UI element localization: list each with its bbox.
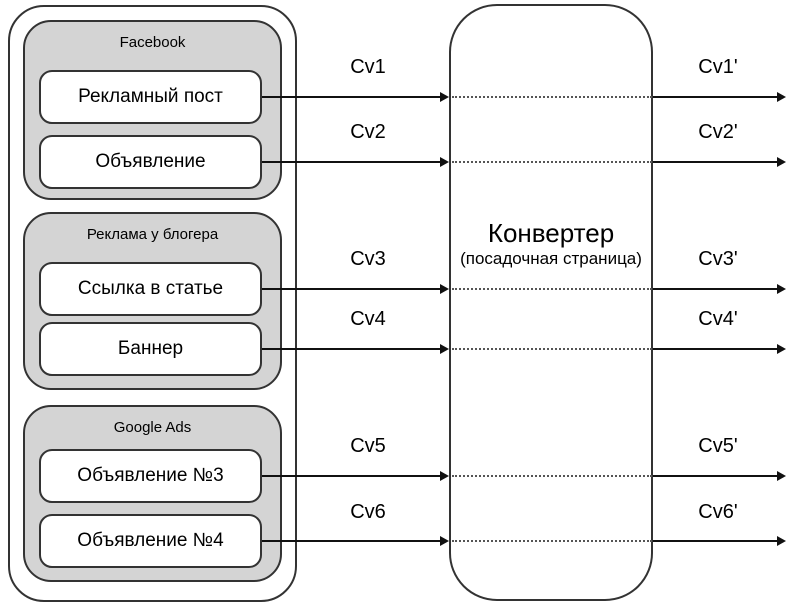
- flow-out-label: Cv5': [698, 435, 738, 457]
- item-label: Объявление №4: [77, 530, 224, 551]
- flow-out-arrow: [653, 471, 786, 481]
- converter-title: Конвертер: [487, 218, 615, 248]
- flow-in-arrow: [262, 92, 449, 102]
- source-item-reklamny-post: Рекламный пост: [39, 70, 262, 124]
- flow-out-arrow: [653, 157, 786, 167]
- flow-in-label: Cv3: [350, 248, 386, 270]
- flow-dotted-line: [452, 348, 652, 350]
- flow-out-arrow: [653, 92, 786, 102]
- source-group-facebook: Facebook Рекламный пост Объявление: [23, 20, 282, 200]
- flow-in-label: Cv1: [350, 56, 386, 78]
- flow-dotted-line: [452, 161, 652, 163]
- flow-out-label: Cv2': [698, 121, 738, 143]
- flow-out-label: Cv1': [698, 56, 738, 78]
- flow-dotted-line: [452, 540, 652, 542]
- sources-container: Facebook Рекламный пост Объявление Рекла…: [8, 5, 297, 602]
- flow-in-label: Cv2: [350, 121, 386, 143]
- source-item-banner: Баннер: [39, 322, 262, 376]
- converter-box: Конвертер (посадочная страница): [449, 4, 653, 601]
- item-label: Объявление №3: [77, 465, 224, 486]
- flow-in-label: Cv6: [350, 501, 386, 523]
- item-label: Ссылка в статье: [77, 278, 224, 299]
- converter-title-wrap: Конвертер (посадочная страница): [451, 218, 651, 269]
- source-group-blogger: Реклама у блогера Ссылка в статье Баннер: [23, 212, 282, 390]
- item-label: Рекламный пост: [78, 86, 223, 107]
- flow-in-arrow: [262, 284, 449, 294]
- flow-in-arrow: [262, 471, 449, 481]
- flow-in-arrow: [262, 157, 449, 167]
- group-label: Google Ads: [113, 419, 192, 436]
- source-item-ssylka: Ссылка в статье: [39, 262, 262, 316]
- flow-out-label: Cv6': [698, 501, 738, 523]
- source-item-obyavlenie-4: Объявление №4: [39, 514, 262, 568]
- group-label: Facebook: [119, 34, 186, 51]
- flow-in-arrow: [262, 536, 449, 546]
- group-label: Реклама у блогера: [86, 226, 219, 243]
- flow-out-label: Cv3': [698, 248, 738, 270]
- item-label: Баннер: [117, 338, 184, 359]
- flow-in-label: Cv5: [350, 435, 386, 457]
- flow-in-arrow: [262, 344, 449, 354]
- source-item-obyavlenie: Объявление: [39, 135, 262, 189]
- flow-out-arrow: [653, 284, 786, 294]
- flow-out-arrow: [653, 344, 786, 354]
- flow-out-label: Cv4': [698, 308, 738, 330]
- flow-dotted-line: [452, 96, 652, 98]
- flow-dotted-line: [452, 288, 652, 290]
- source-item-obyavlenie-3: Объявление №3: [39, 449, 262, 503]
- flow-dotted-line: [452, 475, 652, 477]
- source-group-google-ads: Google Ads Объявление №3 Объявление №4: [23, 405, 282, 582]
- item-label: Объявление: [95, 151, 206, 172]
- flow-in-label: Cv4: [350, 308, 386, 330]
- flow-out-arrow: [653, 536, 786, 546]
- converter-subtitle: (посадочная страница): [460, 249, 642, 268]
